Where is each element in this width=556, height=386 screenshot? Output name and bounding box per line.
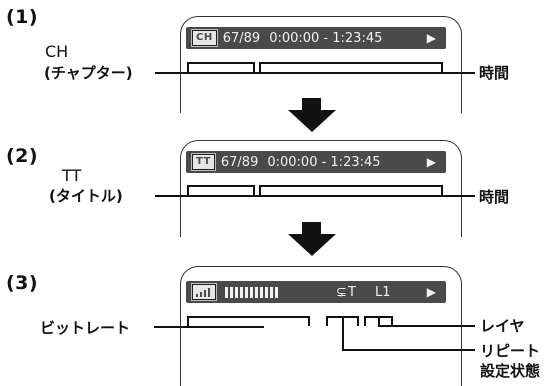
down-arrow-head [288,234,336,256]
layer-leader [378,325,475,327]
step-1-time: 0:00:00 - 1:23:45 [269,30,383,46]
play-icon: ▶ [426,285,436,299]
repeat-leader [342,349,475,351]
bitrate-segment [275,286,278,298]
bracket-tick [187,62,189,72]
bracket-tick [357,316,359,326]
step-2-number: (2) [6,145,39,167]
title-badge: TT [192,154,215,170]
play-icon: ▶ [426,31,436,45]
bracket-line [259,62,441,64]
bracket-line [259,185,441,187]
bracket-line [364,316,391,318]
bracket-tick [308,316,310,326]
bracket-tick [187,185,189,195]
bitrate-segment [265,286,268,298]
step-1-osd-bar: CH 67/89 0:00:00 - 1:23:45 ▶ [186,27,446,49]
bracket-line [326,316,357,318]
bitrate-segment [260,286,263,298]
bitrate-segment [225,286,228,298]
bracket-tick [391,316,393,326]
step-2-osd-bar: TT 67/89 0:00:00 - 1:23:45 ▶ [186,151,446,173]
step-2-mode-label-line2: (タイトル) [49,187,123,205]
layer-label: レイヤ [480,317,525,335]
bracket-tick [441,62,443,72]
bracket-line [187,62,253,64]
down-arrow-icon [302,98,321,110]
repeat-leader [342,316,344,350]
step-3-number: (3) [6,272,39,294]
step-3-osd-bar: ⊊ T L1 ▶ [186,281,446,303]
step-2-mode-label-line1: TT [62,166,82,185]
step-1-mode-label-line2: (チャプター) [44,64,133,82]
bracket-line [187,316,308,318]
bracket-tick [187,316,189,326]
bitrate-segment [240,286,243,298]
play-icon: ▶ [426,155,436,169]
layer-leader [378,316,380,327]
repeat-label-line2: 設定状態 [480,362,541,380]
bitrate-segment [250,286,253,298]
bracket-tick [253,62,255,72]
bitrate-segment [245,286,248,298]
step-1-screen-outline [180,16,462,113]
leader-line [155,195,320,197]
bitrate-segment [235,286,238,298]
step-2-time-label: 時間 [479,188,510,206]
chapter-badge: CH [192,30,217,46]
leader-line [320,72,475,74]
bracket-tick [441,185,443,195]
repeat-label-line1: リピート [480,342,541,360]
leader-line [154,326,264,328]
bitrate-label: ビットレート [40,319,131,337]
step-2-screen-outline [180,140,462,237]
bitrate-meter [225,286,278,298]
step-1-time-label: 時間 [479,64,510,82]
bracket-tick [253,185,255,195]
step-1-number: (1) [6,6,39,28]
step-2-counter: 67/89 [220,154,259,170]
bracket-line [187,185,253,187]
step-2-time: 0:00:00 - 1:23:45 [267,154,381,170]
bracket-tick [259,185,261,195]
down-arrow-icon [302,222,321,234]
layer-indicator: L1 [375,284,391,300]
bitrate-signal-icon [192,284,216,300]
step-1-counter: 67/89 [222,30,261,46]
repeat-icon: ⊊ [336,284,347,300]
down-arrow-head [288,110,336,132]
bitrate-segment [270,286,273,298]
bracket-tick [259,62,261,72]
bracket-tick [326,316,328,326]
leader-line [320,195,475,197]
bracket-tick [364,316,366,326]
repeat-setting: T [348,284,356,300]
bitrate-segment [230,286,233,298]
bitrate-segment [255,286,258,298]
leader-line [155,72,320,74]
step-1-mode-label-line1: CH [45,42,69,61]
